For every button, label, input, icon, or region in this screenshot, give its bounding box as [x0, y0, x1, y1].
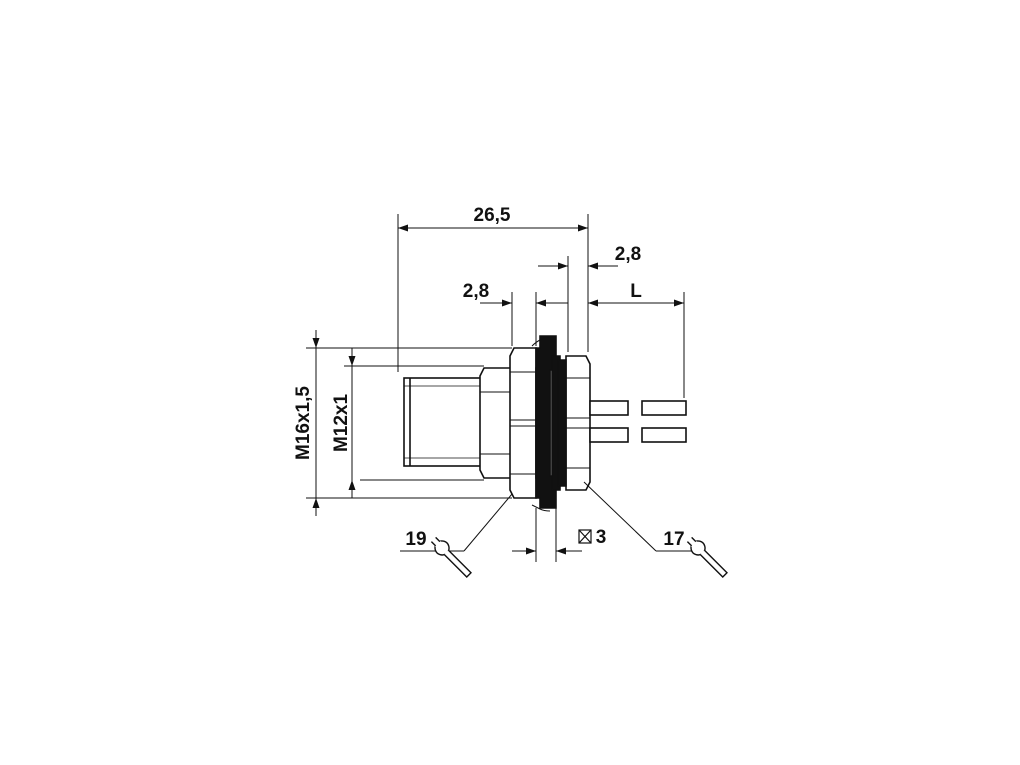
rear-nut	[565, 355, 591, 491]
label-thread-outer: M16x1,5	[293, 386, 314, 460]
front-nut	[509, 347, 537, 499]
label-wrench-right: 17	[663, 529, 684, 550]
mounting-panel	[531, 335, 561, 512]
pins	[589, 400, 687, 443]
label-thread-inner: M12x1	[331, 394, 352, 453]
wrench-icon	[430, 536, 472, 578]
label-nut-offset: 2,8	[615, 244, 641, 265]
connector-body	[403, 335, 687, 512]
label-pin-length: L	[630, 281, 642, 302]
dimension-lines	[306, 214, 692, 562]
wrench-icon	[686, 536, 728, 578]
label-panel-offset: 2,8	[463, 281, 489, 302]
washer	[557, 359, 567, 487]
label-panel-thickness: 3	[596, 527, 607, 548]
label-overall-length: 26,5	[474, 205, 511, 226]
hex-body	[479, 367, 513, 479]
square-icon	[578, 529, 592, 544]
front-sleeve	[403, 377, 485, 467]
label-wrench-left: 19	[405, 529, 426, 550]
